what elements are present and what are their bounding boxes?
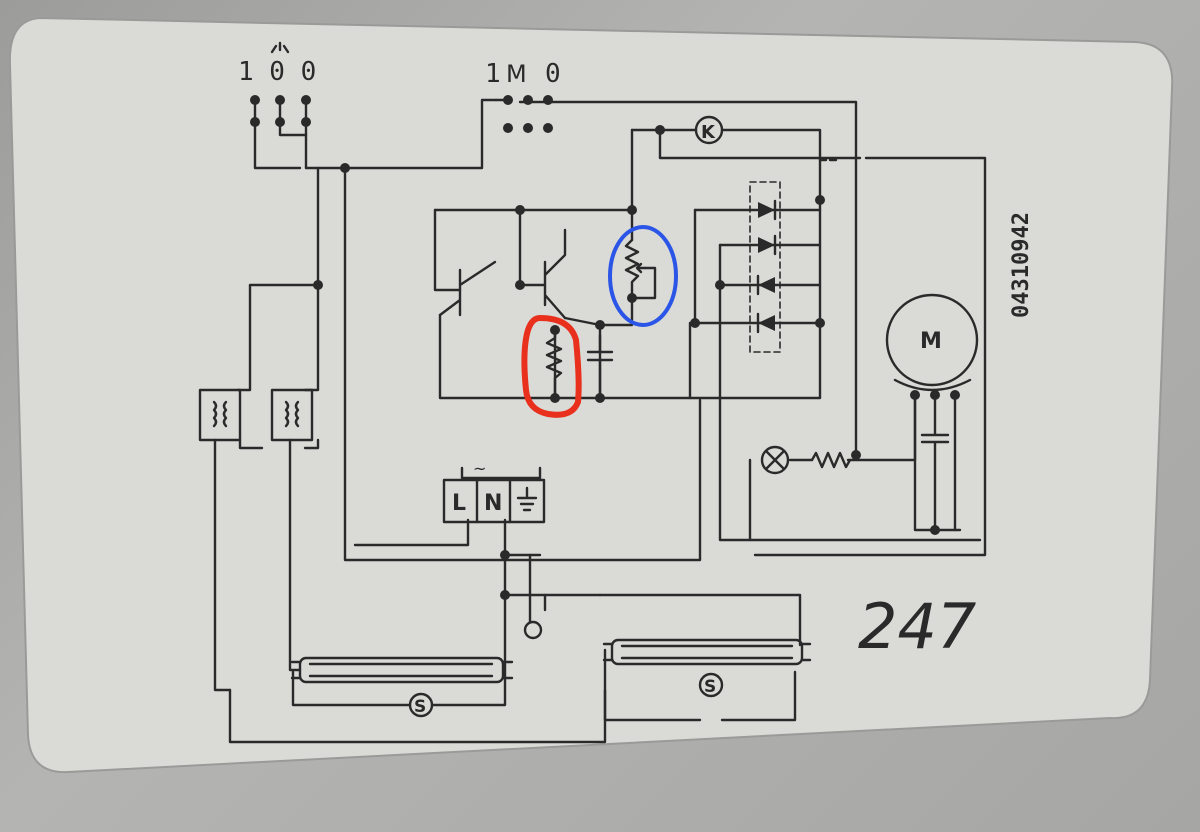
potentiometer-wiper [635,262,647,274]
diode-1 [758,202,775,218]
relay-coil [694,115,724,145]
junction-dots [250,95,960,600]
metal-plate [8,16,1174,774]
earth-connector [523,620,543,640]
wiring-lines [213,98,987,744]
fluorescent-tube-right [602,638,812,666]
starter-right: S [698,672,724,698]
terminal-l-label: L [452,491,466,516]
diode-3 [758,277,775,293]
serial-number: 04310942 [1009,212,1034,318]
switch-left-label: 1 0 0 [238,57,316,87]
relay-label: K [701,122,716,143]
diode-4 [758,315,775,331]
series-resistor [810,451,852,469]
motor-label: M [920,329,942,354]
plate-number: 247 [858,590,976,663]
thermistor-resistor [545,328,563,400]
ballast-left [198,388,242,442]
switch-right-label-1: 1 [485,59,501,89]
indicator-lamp [760,445,790,475]
starter-left-label: S [414,697,426,717]
diode-bridge [756,199,777,334]
starter-right-label: S [704,677,716,697]
terminal-n-label: N [484,491,502,516]
terminal-block: ~ L N [442,459,546,524]
fluorescent-tube-left [290,656,514,684]
earth-icon [516,486,538,512]
terminal-ac-label: ~ [473,459,486,478]
indicator-light-icon [270,41,290,54]
motor: M [885,293,979,392]
diode-2 [758,237,775,253]
switch-right-label-m: M [506,60,527,88]
red-annotation-circle [521,314,582,418]
ballast-right [270,388,314,442]
starter-left: S [408,692,434,718]
switch-right-label-0: 0 [545,59,561,89]
blue-annotation-circle [608,225,678,327]
potentiometer-resistor [624,238,640,292]
